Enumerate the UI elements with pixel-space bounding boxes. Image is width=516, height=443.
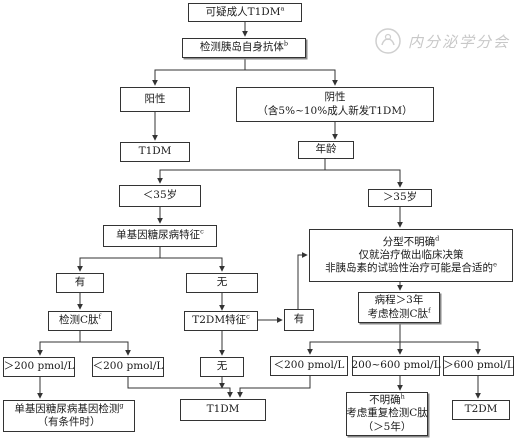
node-subtext: （有条件时） — [37, 416, 101, 428]
node-text: 不明确 — [369, 394, 401, 407]
node-text: ＞200 pmol/L — [3, 360, 75, 373]
arrow-age-to-lt35 — [157, 159, 326, 184]
arrow-autoantibody-to-negative — [245, 69, 338, 86]
footnote-mark: f — [428, 306, 431, 314]
footnote-mark: b — [283, 39, 289, 48]
arrow-monogenic-to-no — [160, 257, 225, 272]
footnote-mark: c — [246, 312, 250, 321]
node-text: ＜200 pmol/L — [273, 359, 345, 372]
node-text: T2DM — [464, 403, 498, 416]
footnote-mark: f — [98, 312, 101, 321]
node-unclear-repeat-c-peptide: 不明确h 考虑重复检测C肽 （＞5年） — [346, 392, 428, 436]
node-c-peptide-test: 检测C肽f — [48, 311, 112, 331]
node-c-peptide-under-200: ＜200 pmol/L — [92, 357, 164, 377]
arrow-lt200-to-t1dm — [127, 377, 233, 398]
node-text: 无 — [216, 360, 228, 373]
node-subtext: 仅就治疗做出临床决策 — [358, 248, 464, 261]
node-age-over-35: ＞35岁 — [368, 189, 432, 207]
arrow-autoantibody-to-positive — [152, 58, 246, 86]
node-range-over-600: ＞600 pmol/L — [443, 356, 514, 376]
footnote-mark: d — [435, 234, 440, 243]
node-text: 检测胰岛自身抗体 — [199, 41, 284, 54]
node-monogenic-gene-test: 单基因糖尿病基因检测g （有条件时） — [3, 400, 135, 432]
footnote-mark: a — [280, 4, 285, 13]
node-subtext: 考虑重复检测C肽 — [346, 407, 428, 420]
node-text: 阳性 — [144, 92, 166, 105]
footnote-mark: c — [200, 227, 204, 236]
watermark-text: 内分泌学分会 — [408, 32, 511, 51]
watermark-logo: 内分泌学分会 — [374, 26, 512, 56]
node-text: T1DM — [138, 145, 172, 158]
node-subtext: （＞5年） — [362, 420, 412, 433]
node-text: 200~600 pmol/L — [351, 359, 441, 372]
node-yes-monogenic: 有 — [56, 273, 104, 293]
node-text: 病程＞3年 — [374, 294, 424, 307]
node-text: ＜35岁 — [142, 189, 178, 202]
node-text: 单基因糖尿病基因检测 — [14, 402, 120, 415]
node-text: ＜200 pmol/L — [92, 360, 164, 373]
node-suspected-adult-t1dm: 可疑成人T1DMa — [188, 3, 302, 22]
node-age: 年龄 — [298, 141, 354, 159]
node-text: T2DM特征 — [192, 314, 247, 327]
node-text: 有 — [293, 313, 305, 326]
node-c-peptide-over-200: ＞200 pmol/L — [3, 357, 75, 377]
node-text: ＞600 pmol/L — [443, 359, 514, 372]
node-text: 检测C肽 — [59, 314, 99, 327]
node-no-t2dm-features: 无 — [200, 357, 244, 377]
arrow-c-lt200-to-t1dm — [237, 376, 311, 398]
arrow-cpeptide-to-gt200 — [37, 331, 81, 356]
node-range-under-200: ＜200 pmol/L — [270, 356, 348, 376]
node-text: 阴性 — [324, 91, 346, 104]
node-yes-t2dm-features: 有 — [284, 309, 314, 331]
node-text: 无 — [216, 276, 228, 289]
node-text: 单基因糖尿病特征 — [116, 229, 201, 242]
arrow-yes-right-to-unclear — [297, 252, 308, 309]
node-text: 分型不明确 — [382, 235, 436, 248]
node-disease-duration: 病程＞3年 考虑检测C肽f — [358, 292, 440, 323]
node-t2dm-features: T2DM特征c — [184, 311, 258, 331]
node-range-200-600: 200~600 pmol/L — [351, 356, 441, 376]
node-no-monogenic: 无 — [186, 273, 258, 293]
arrow-course-to-c-lt200 — [307, 323, 401, 355]
node-autoantibody-test: 检测胰岛自身抗体b — [182, 38, 306, 58]
node-subtext: （含5%~10%成人新发T1DM） — [257, 104, 413, 117]
node-monogenic-features: 单基因糖尿病特征c — [103, 225, 217, 247]
arrow-monogenic-to-yes — [77, 247, 161, 272]
node-text: T1DM — [206, 403, 240, 416]
footnote-mark: e — [493, 260, 497, 269]
node-subtext: 非胰岛素的试验性治疗可能是合适的 — [325, 262, 494, 275]
node-text: 有 — [74, 276, 86, 289]
node-positive: 阳性 — [120, 87, 190, 112]
node-negative: 阴性 （含5%~10%成人新发T1DM） — [236, 87, 434, 122]
node-t2dm: T2DM — [452, 400, 510, 420]
node-age-under-35: ＜35岁 — [119, 185, 201, 207]
node-text: ＞35岁 — [382, 191, 418, 204]
arrow-course-to-c-gt600 — [400, 341, 481, 355]
node-text: 可疑成人T1DM — [205, 5, 281, 18]
node-t1dm-bottom: T1DM — [180, 399, 266, 421]
arrow-cpeptide-to-lt200 — [80, 341, 131, 356]
society-emblem-icon — [375, 28, 401, 54]
arrow-age-to-gt35 — [325, 169, 403, 188]
node-subtext: 考虑检测C肽 — [367, 307, 429, 320]
node-t1dm-top: T1DM — [120, 142, 190, 162]
node-unclear-classification: 分型不明确d 仅就治疗做出临床决策 非胰岛素的试验性治疗可能是合适的e — [309, 229, 513, 282]
footnote-mark: g — [119, 401, 124, 410]
node-text: 年龄 — [315, 143, 337, 156]
footnote-mark: h — [400, 392, 405, 401]
